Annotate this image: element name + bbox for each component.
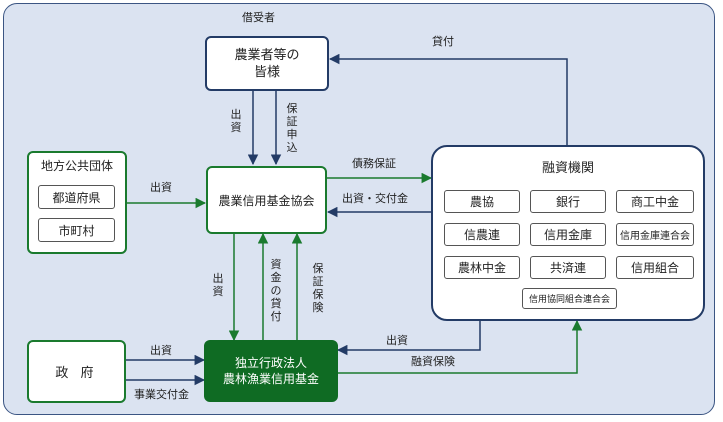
arrow-lending — [328, 53, 568, 145]
borrower-investment-label: 出資 — [230, 108, 242, 134]
local-gov-investment-label: 出資 — [150, 181, 172, 194]
financing-insurance-label: 融資保険 — [411, 355, 455, 368]
institution-bank: 銀行 — [530, 190, 606, 213]
institution-shinkin-federation: 信用金庫連合会 — [616, 223, 694, 246]
borrower-line-2: 皆様 — [253, 64, 280, 80]
institution-norinchukin: 農林中金 — [444, 256, 520, 279]
government-grant-label: 事業交付金 — [134, 388, 189, 401]
investment-grant-label: 出資・交付金 — [342, 192, 408, 205]
guarantee-application-label: 保証申込 — [286, 102, 298, 154]
fund-line-1: 独立行政法人 — [234, 356, 307, 370]
prefecture-box: 都道府県 — [38, 185, 115, 209]
institution-credit-union: 信用組合 — [616, 256, 694, 279]
municipality-box: 市町村 — [38, 218, 115, 242]
institution-kyosairen: 共済連 — [530, 256, 606, 279]
borrower-caption: 借受者 — [242, 11, 275, 24]
institution-shinnoren: 信農連 — [444, 223, 520, 246]
institution-credit-union-federation: 信用協同組合連合会 — [522, 288, 617, 309]
guarantee-insurance-label: 保証保険 — [312, 262, 324, 314]
government-investment-label: 出資 — [150, 344, 172, 357]
institution-shinkin: 信用金庫 — [530, 223, 606, 246]
lending-label: 貸付 — [432, 35, 454, 48]
fund-box: 独立行政法人 農林漁業信用基金 — [204, 340, 338, 402]
borrower-box: 農業者等の 皆様 — [205, 36, 329, 91]
arrow-financing-insurance — [338, 319, 583, 374]
association-investment-label: 出資 — [212, 272, 224, 298]
arrow-institution-fund-investment — [336, 320, 481, 356]
institution-shoko-chukin: 商工中金 — [616, 190, 694, 213]
institution-fund-investment-label: 出資 — [386, 334, 408, 347]
fund-loan-label: 資金の貸付 — [270, 258, 282, 323]
fund-line-2: 農林漁業信用基金 — [222, 372, 319, 386]
debt-guarantee-label: 債務保証 — [352, 157, 396, 170]
local-government-title: 地方公共団体 — [40, 159, 113, 173]
government-box: 政 府 — [27, 340, 126, 403]
borrower-line-1: 農業者等の — [234, 47, 300, 63]
financial-institutions-title: 融資機関 — [541, 161, 594, 176]
institution-nokyo: 農協 — [444, 190, 520, 213]
credit-guarantee-association-box: 農業信用基金協会 — [206, 166, 327, 234]
